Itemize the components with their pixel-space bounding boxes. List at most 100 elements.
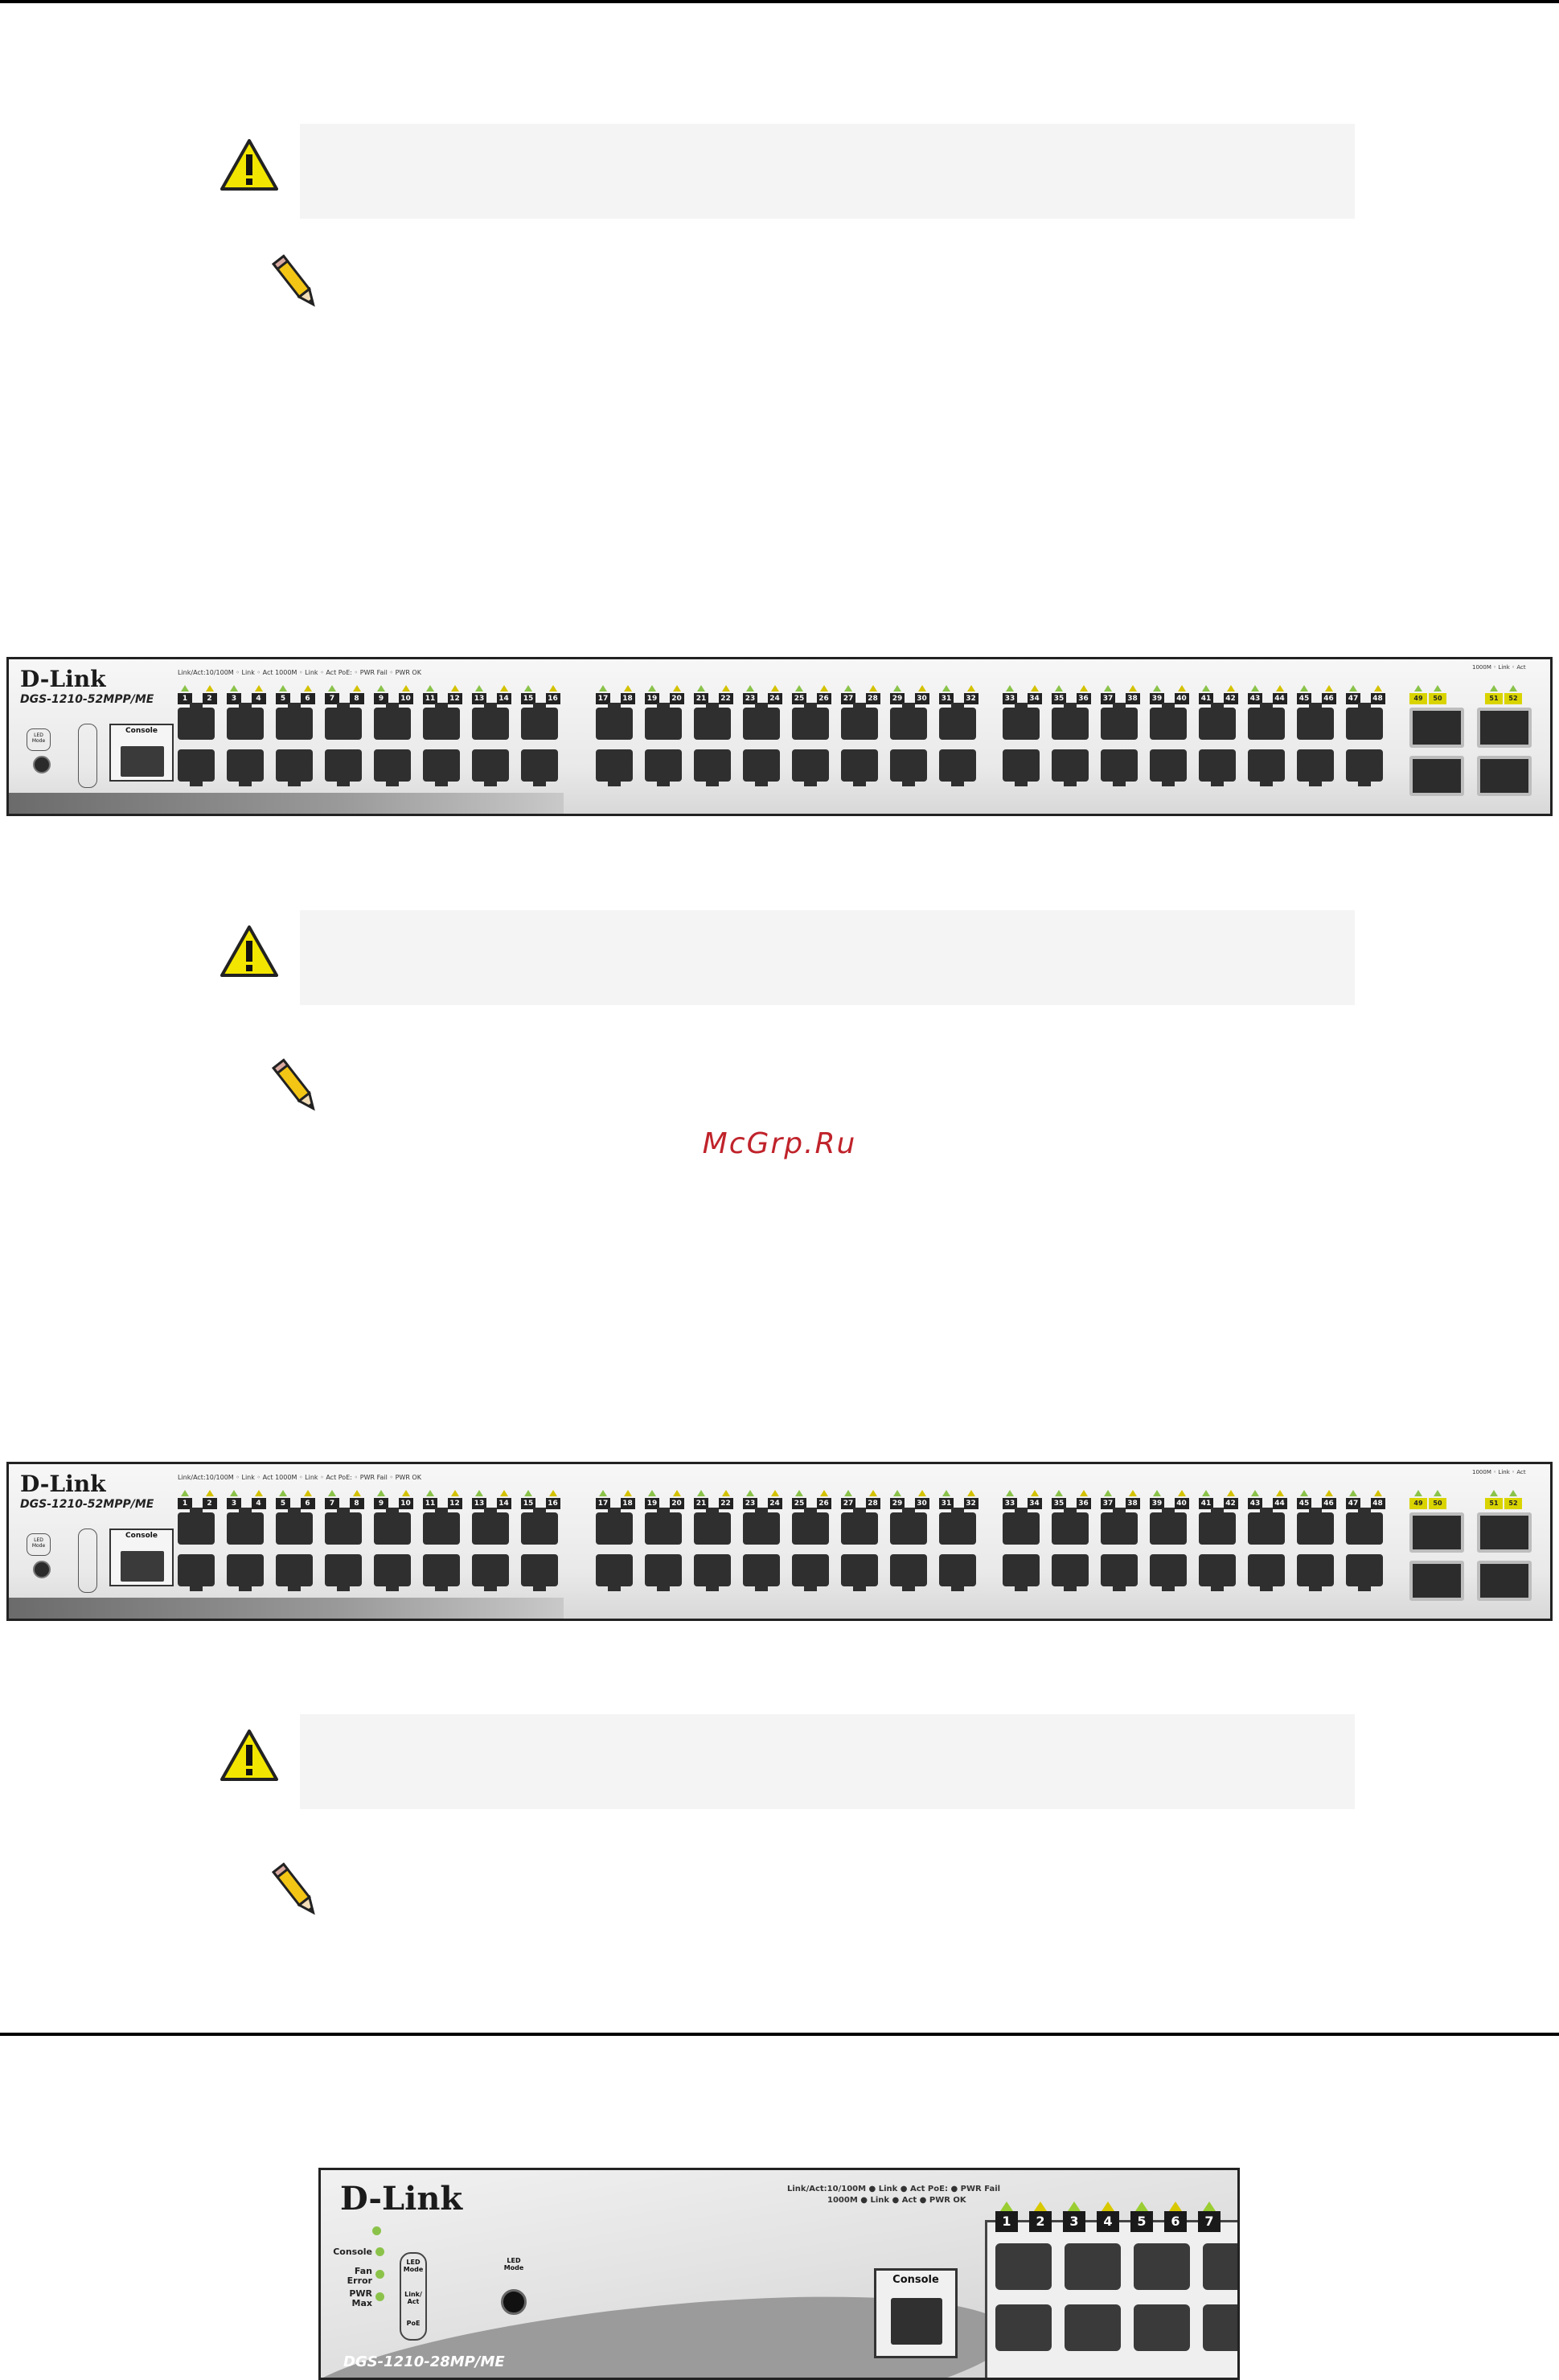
rj45-port[interactable]	[1150, 1508, 1187, 1545]
rj45-port[interactable]	[792, 1554, 829, 1591]
rj45-port[interactable]	[743, 749, 780, 786]
sfp-port[interactable]	[1477, 1512, 1532, 1553]
rj45-port[interactable]	[995, 2243, 1052, 2290]
rj45-port[interactable]	[374, 1508, 411, 1545]
rj45-port[interactable]	[1346, 1508, 1383, 1545]
rj45-port[interactable]	[841, 1554, 878, 1591]
rj45-port[interactable]	[890, 1508, 927, 1545]
rj45-port[interactable]	[1003, 749, 1040, 786]
rj45-port[interactable]	[1101, 703, 1138, 740]
rj45-port[interactable]	[645, 1554, 682, 1591]
rj45-port[interactable]	[792, 1508, 829, 1545]
rj45-port[interactable]	[1065, 2304, 1121, 2351]
rj45-port[interactable]	[645, 749, 682, 786]
rj45-port[interactable]	[596, 703, 633, 740]
rj45-port[interactable]	[227, 749, 264, 786]
rj45-port[interactable]	[1297, 749, 1334, 786]
rj45-port[interactable]	[890, 703, 927, 740]
rj45-port[interactable]	[521, 703, 558, 740]
rj45-port[interactable]	[325, 703, 362, 740]
rj45-port[interactable]	[521, 1554, 558, 1591]
rj45-port[interactable]	[1203, 2304, 1237, 2351]
rj45-port[interactable]	[890, 1554, 927, 1591]
rj45-port[interactable]	[1003, 703, 1040, 740]
rj45-port[interactable]	[645, 703, 682, 740]
rj45-port[interactable]	[1052, 703, 1089, 740]
rj45-port[interactable]	[472, 1508, 509, 1545]
rj45-port[interactable]	[694, 1554, 731, 1591]
rj45-port[interactable]	[939, 749, 976, 786]
rj45-port[interactable]	[1297, 1508, 1334, 1545]
rj45-port[interactable]	[694, 703, 731, 740]
rj45-port[interactable]	[227, 703, 264, 740]
rj45-port[interactable]	[1199, 703, 1236, 740]
rj45-port[interactable]	[694, 1508, 731, 1545]
rj45-port[interactable]	[1248, 703, 1285, 740]
rj45-port[interactable]	[841, 703, 878, 740]
rj45-port[interactable]	[276, 749, 313, 786]
sfp-port[interactable]	[1409, 1512, 1464, 1553]
rj45-port[interactable]	[939, 1508, 976, 1545]
rj45-port[interactable]	[227, 1508, 264, 1545]
rj45-port[interactable]	[596, 749, 633, 786]
rj45-port[interactable]	[743, 1508, 780, 1545]
rj45-port[interactable]	[472, 1554, 509, 1591]
rj45-port[interactable]	[1199, 749, 1236, 786]
console-port[interactable]	[891, 2298, 942, 2345]
rj45-port[interactable]	[423, 703, 460, 740]
rj45-port[interactable]	[1065, 2243, 1121, 2290]
rj45-port[interactable]	[645, 1508, 682, 1545]
rj45-port[interactable]	[1346, 703, 1383, 740]
rj45-port[interactable]	[1101, 1508, 1138, 1545]
rj45-port[interactable]	[472, 703, 509, 740]
sfp-port[interactable]	[1477, 708, 1532, 748]
rj45-port[interactable]	[1052, 1508, 1089, 1545]
rj45-port[interactable]	[939, 703, 976, 740]
rj45-port[interactable]	[374, 703, 411, 740]
rj45-port[interactable]	[1101, 1554, 1138, 1591]
sfp-port[interactable]	[1477, 1561, 1532, 1601]
rj45-port[interactable]	[178, 703, 215, 740]
console-port[interactable]	[121, 746, 164, 777]
rj45-port[interactable]	[178, 1554, 215, 1591]
led-mode-button[interactable]	[33, 1561, 51, 1578]
rj45-port[interactable]	[178, 749, 215, 786]
rj45-port[interactable]	[1101, 749, 1138, 786]
console-port[interactable]	[121, 1551, 164, 1582]
rj45-port[interactable]	[1150, 1554, 1187, 1591]
rj45-port[interactable]	[1199, 1554, 1236, 1591]
rj45-port[interactable]	[1346, 1554, 1383, 1591]
rj45-port[interactable]	[521, 1508, 558, 1545]
rj45-port[interactable]	[1248, 1554, 1285, 1591]
rj45-port[interactable]	[792, 749, 829, 786]
rj45-port[interactable]	[841, 749, 878, 786]
rj45-port[interactable]	[1052, 749, 1089, 786]
sfp-port[interactable]	[1409, 756, 1464, 796]
rj45-port[interactable]	[841, 1508, 878, 1545]
rj45-port[interactable]	[374, 1554, 411, 1591]
led-mode-button[interactable]	[501, 2289, 527, 2315]
rj45-port[interactable]	[178, 1508, 215, 1545]
rj45-port[interactable]	[276, 703, 313, 740]
rj45-port[interactable]	[325, 1508, 362, 1545]
rj45-port[interactable]	[995, 2304, 1052, 2351]
sfp-port[interactable]	[1477, 756, 1532, 796]
rj45-port[interactable]	[276, 1554, 313, 1591]
rj45-port[interactable]	[325, 749, 362, 786]
rj45-port[interactable]	[423, 749, 460, 786]
rj45-port[interactable]	[1248, 749, 1285, 786]
rj45-port[interactable]	[1150, 703, 1187, 740]
rj45-port[interactable]	[1052, 1554, 1089, 1591]
rj45-port[interactable]	[1199, 1508, 1236, 1545]
rj45-port[interactable]	[596, 1508, 633, 1545]
rj45-port[interactable]	[472, 749, 509, 786]
rj45-port[interactable]	[1134, 2304, 1190, 2351]
rj45-port[interactable]	[596, 1554, 633, 1591]
rj45-port[interactable]	[694, 749, 731, 786]
rj45-port[interactable]	[423, 1554, 460, 1591]
rj45-port[interactable]	[1203, 2243, 1237, 2290]
rj45-port[interactable]	[423, 1508, 460, 1545]
sfp-port[interactable]	[1409, 708, 1464, 748]
rj45-port[interactable]	[1297, 1554, 1334, 1591]
rj45-port[interactable]	[1297, 703, 1334, 740]
